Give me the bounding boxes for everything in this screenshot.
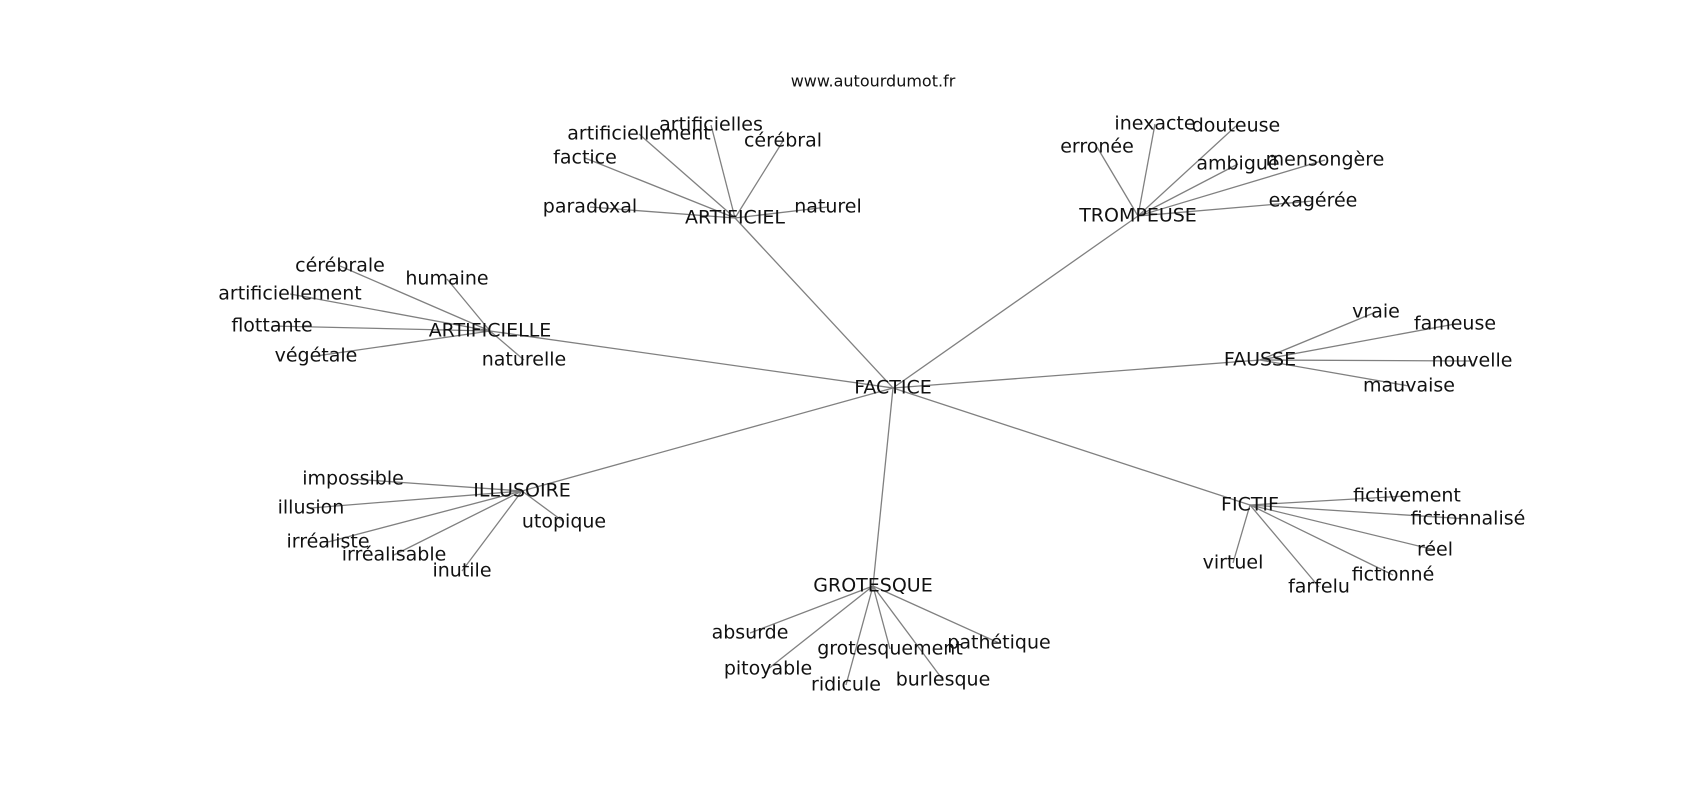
edge-1-0 (1137, 123, 1156, 217)
leaf-node: pathétique (947, 632, 1050, 654)
leaf-node: artificiellement (218, 283, 362, 305)
leaf-node: virtuel (1203, 552, 1264, 574)
edge-5-5 (1232, 504, 1251, 564)
edge-6-4 (872, 585, 944, 681)
edge-4-5 (521, 490, 565, 523)
edge-5-1 (1249, 504, 1469, 520)
leaf-node: inexacte (1114, 113, 1195, 135)
leaf-node: cérébrale (295, 255, 385, 277)
leaf-node: impossible (302, 468, 404, 490)
leaf-node: factice (553, 147, 617, 169)
website-label: www.autourdumot.fr (791, 72, 956, 91)
edge-0-2 (734, 140, 784, 219)
edge-6-0 (749, 585, 874, 634)
edge-center-5 (892, 387, 1251, 506)
leaf-node: artificiellement (567, 123, 711, 145)
edge-0-5 (734, 206, 829, 219)
group-node: ARTIFICIEL (685, 207, 785, 229)
edge-center-2 (489, 330, 894, 389)
edge-0-0 (710, 124, 736, 219)
leaf-node: ridicule (811, 674, 881, 696)
edge-5-0 (1249, 495, 1408, 506)
leaf-node: fictionnalisé (1411, 508, 1526, 530)
leaf-node: illusion (278, 497, 345, 519)
edge-3-3 (1259, 359, 1410, 387)
edge-4-1 (310, 490, 523, 509)
edge-2-1 (446, 278, 491, 332)
leaf-node: inutile (432, 560, 491, 582)
edge-3-2 (1259, 359, 1473, 362)
edge-0-1 (638, 133, 736, 219)
leaf-node: cérébral (744, 130, 822, 152)
edge-center-3 (892, 359, 1261, 389)
leaf-node: erronée (1060, 136, 1134, 158)
edge-4-0 (352, 478, 523, 492)
leaf-node: vraie (1352, 301, 1400, 323)
edge-center-6 (872, 387, 894, 587)
edge-1-1 (1137, 125, 1237, 217)
edge-2-5 (489, 330, 525, 361)
edge-2-4 (315, 330, 491, 357)
leaf-node: naturelle (482, 349, 567, 371)
leaf-node: utopique (522, 511, 606, 533)
leaf-node: absurde (712, 622, 789, 644)
edge-5-3 (1249, 504, 1394, 576)
leaf-node: grotesquement (817, 638, 963, 660)
leaf-node: humaine (405, 268, 488, 290)
edge-6-5 (872, 585, 1000, 644)
leaf-node: douteuse (1192, 115, 1281, 137)
edge-0-3 (584, 157, 736, 219)
leaf-node: réel (1417, 539, 1453, 561)
leaf-node: mensongère (1266, 149, 1385, 171)
leaf-node: fameuse (1414, 313, 1496, 335)
group-node: GROTESQUE (813, 575, 932, 597)
group-node: FAUSSE (1224, 349, 1296, 371)
leaf-node: artificielles (659, 114, 763, 136)
edge-2-2 (289, 293, 491, 332)
edge-1-5 (1137, 200, 1314, 217)
group-node: TROMPEUSE (1078, 205, 1197, 227)
edge-4-3 (393, 490, 523, 556)
edge-6-3 (872, 585, 891, 650)
edge-3-0 (1259, 311, 1377, 361)
edge-1-4 (1137, 159, 1326, 217)
leaf-node: fictionné (1352, 564, 1435, 586)
leaf-node: pitoyable (724, 658, 812, 680)
leaf-node: paradoxal (543, 196, 637, 218)
edge-center-4 (521, 387, 894, 492)
edge-0-4 (589, 206, 736, 219)
leaf-node: mauvaise (1363, 375, 1455, 397)
edge-4-4 (461, 490, 523, 572)
group-node: FICTIF (1221, 494, 1279, 516)
edge-1-2 (1096, 146, 1139, 217)
edge-center-1 (892, 215, 1139, 389)
leaf-node: irréalisable (342, 544, 447, 566)
edge-2-0 (339, 265, 491, 332)
leaf-node: farfelu (1288, 576, 1350, 598)
node-labels: FACTICEARTIFICIELartificiellesartificiel… (218, 113, 1525, 696)
leaf-node: nouvelle (1432, 350, 1513, 372)
leaf-node: burlesque (896, 669, 991, 691)
leaf-node: fictivement (1353, 485, 1461, 507)
edge-5-4 (1249, 504, 1320, 588)
center-node: FACTICE (854, 377, 932, 399)
edge-5-2 (1249, 504, 1436, 551)
edge-4-2 (327, 490, 523, 543)
edge-3-1 (1259, 323, 1456, 361)
leaf-node: flottante (231, 315, 312, 337)
edge-6-1 (767, 585, 874, 670)
leaf-node: végétale (275, 345, 358, 367)
edge-6-2 (845, 585, 874, 686)
leaf-node: ambiguë (1196, 153, 1279, 175)
group-node: ILLUSOIRE (473, 480, 571, 502)
leaf-node: naturel (794, 196, 862, 218)
edges (271, 123, 1473, 686)
edge-1-3 (1137, 163, 1239, 217)
edge-2-3 (271, 325, 491, 332)
leaf-node: irréaliste (286, 531, 369, 553)
edge-center-0 (734, 217, 894, 389)
group-node: ARTIFICIELLE (429, 320, 552, 342)
leaf-node: exagérée (1269, 190, 1358, 212)
